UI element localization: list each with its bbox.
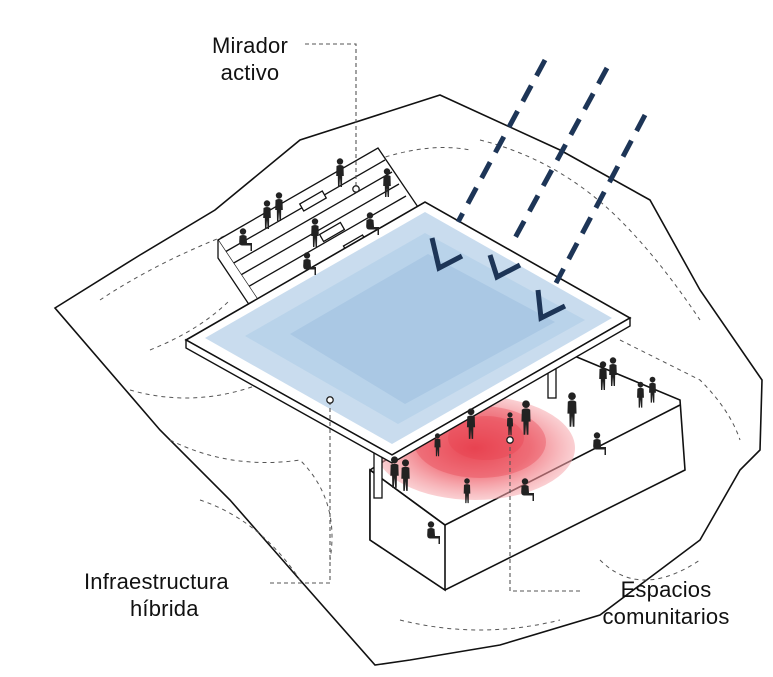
sun-ray-1 [455,58,548,224]
sun-ray-arrow-icon [487,254,522,281]
label-infraestructura-line1: Infraestructura [84,569,229,594]
sun-ray-arrow-icon [535,289,567,322]
label-espacios-line2: comunitarios [602,604,730,629]
bleachers [217,147,421,321]
label-anchor-dot-icon [326,396,334,404]
label-mirador-line1: Mirador [212,33,288,58]
sun-ray-3 [553,113,648,285]
label-anchor-dot-icon [506,436,514,444]
sun-ray-2 [512,66,610,240]
label-mirador-activo: Mirador activo [202,32,298,86]
anchor-dots [326,185,514,444]
label-infraestructura-hibrida: Infraestructura híbrida [84,568,229,622]
leader-infraestructura [270,400,331,584]
terrain-outline [53,94,763,666]
leader-lines [270,43,580,592]
leader-mirador [305,43,357,186]
label-mirador-line2: activo [220,60,280,85]
sun-rays [429,58,648,322]
label-espacios-line1: Espacios [620,577,712,602]
label-anchor-dot-icon [352,185,360,193]
label-espacios-comunitarios: Espacios comunitarios [585,576,747,630]
sun-ray-arrow-icon [429,237,464,272]
label-infraestructura-line2: híbrida [130,596,199,621]
leader-espacios [509,440,580,592]
